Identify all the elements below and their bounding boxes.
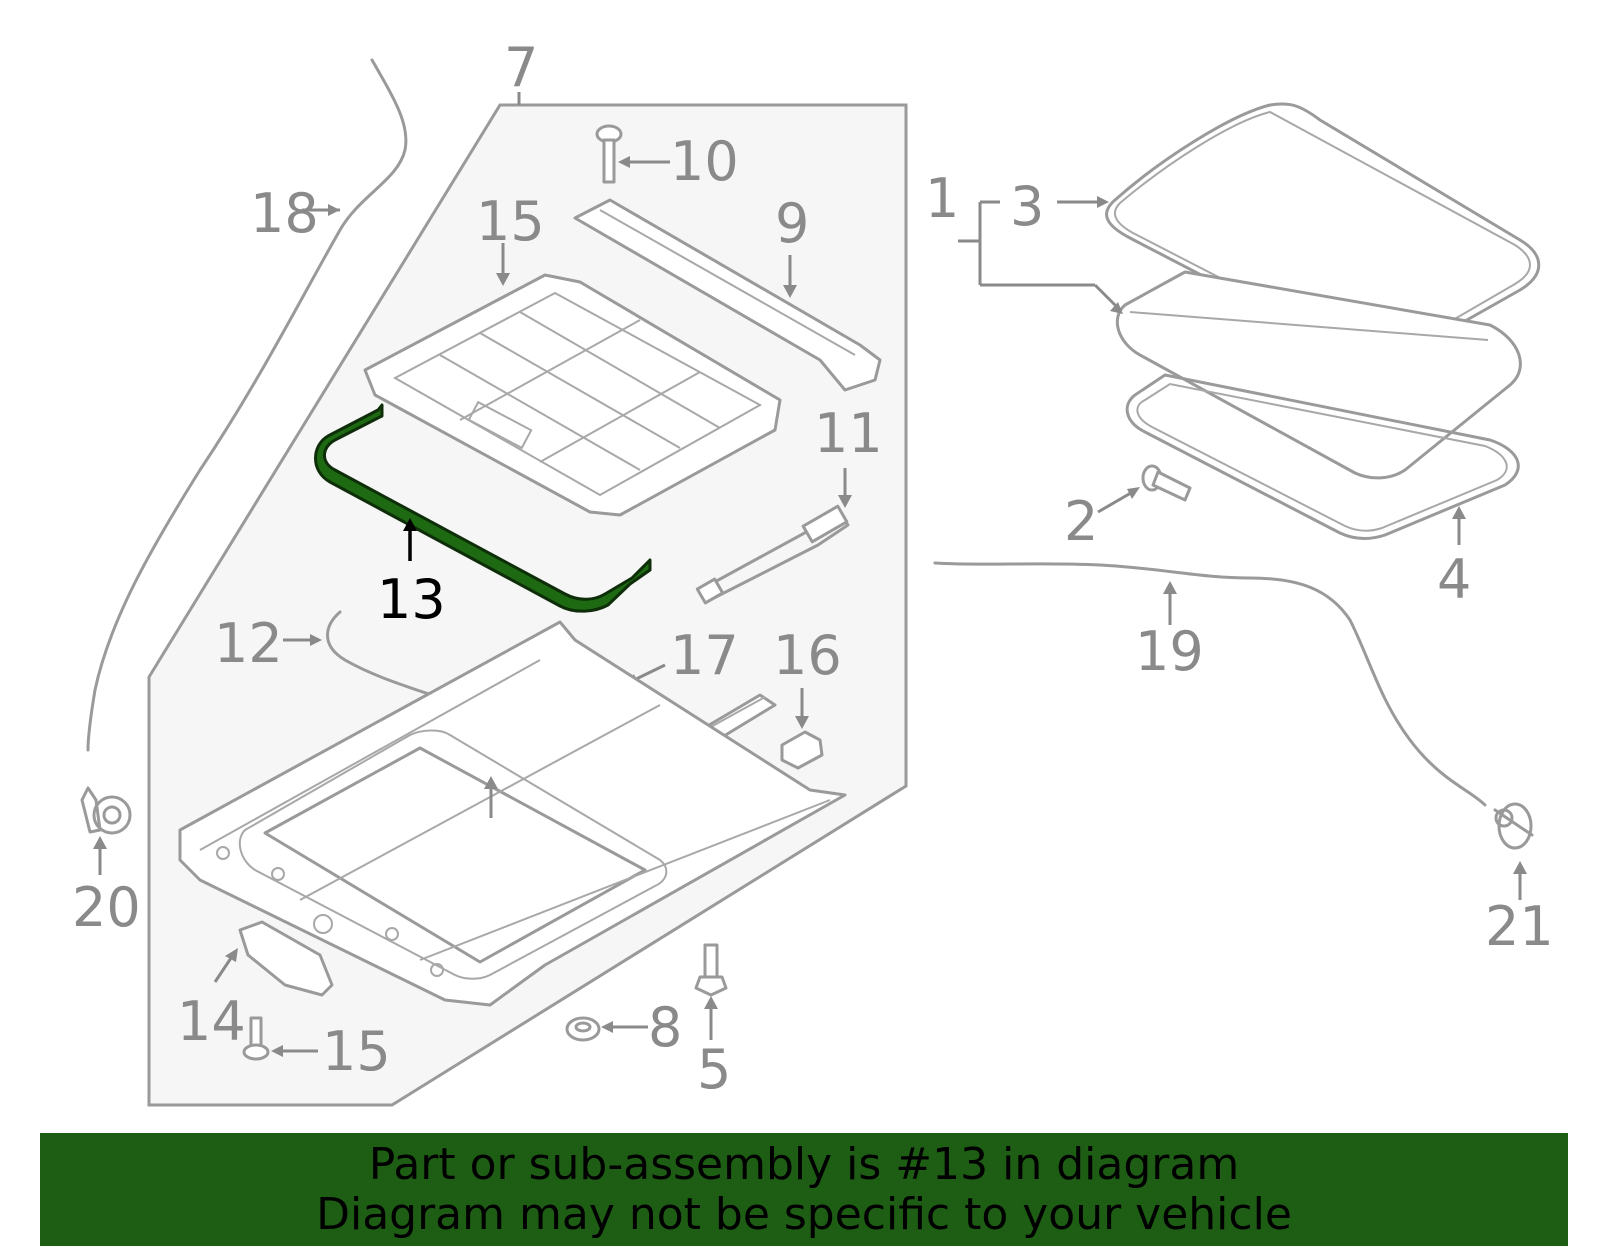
drain-hose-18	[86, 58, 408, 752]
callout-7: 5	[697, 1038, 731, 1101]
callout-3: 3	[1010, 175, 1044, 238]
sunshade-15	[363, 273, 782, 517]
grommet-21	[1493, 802, 1534, 850]
callout-15-upper: 15	[476, 190, 545, 253]
callout-18: 18	[250, 182, 319, 245]
callout-16: 16	[773, 624, 842, 687]
screw-15-lower	[242, 1016, 270, 1061]
callout-8: 8	[648, 996, 682, 1059]
callout-15-lower: 15	[322, 1020, 391, 1083]
callout-9: 9	[775, 192, 809, 255]
callout-1: 1	[925, 167, 959, 230]
bolt-7	[694, 943, 728, 997]
sunroof-frame	[178, 620, 847, 1007]
bracket-16	[780, 730, 824, 770]
glass-panel-3	[1105, 102, 1541, 362]
callout-19: 19	[1135, 620, 1204, 683]
callout-2: 2	[1064, 490, 1098, 553]
drain-hose-19	[933, 561, 1487, 807]
screw-2	[1141, 464, 1192, 502]
grommet-20	[80, 786, 132, 835]
callout-14: 14	[177, 990, 246, 1053]
callout-11: 11	[814, 402, 883, 465]
seal-13-highlighted	[314, 403, 652, 613]
weatherstrip-4	[1125, 373, 1520, 540]
callout-1-leader	[958, 200, 1123, 314]
callout-12: 12	[214, 612, 283, 675]
callout-17: 17	[670, 624, 739, 687]
callout-10: 10	[670, 130, 739, 193]
banner-part-note: Part or sub-assembly is #13 in diagram	[368, 1138, 1240, 1190]
callout-13-highlighted: 13	[377, 568, 446, 631]
callout-20: 20	[72, 876, 141, 939]
banner-disclaimer: Diagram may not be specific to your vehi…	[316, 1188, 1292, 1240]
wind-deflector-9	[573, 198, 882, 392]
callout-4: 4	[1437, 548, 1471, 611]
callout-21: 21	[1485, 895, 1554, 958]
nut-8	[565, 1016, 601, 1042]
bolt-10	[595, 124, 623, 184]
info-banner: Part or sub-assembly is #13 in diagram D…	[40, 1133, 1568, 1246]
cable-assembly-11	[695, 504, 850, 605]
bracket-14	[238, 920, 334, 997]
callout-5: 7	[504, 36, 538, 99]
